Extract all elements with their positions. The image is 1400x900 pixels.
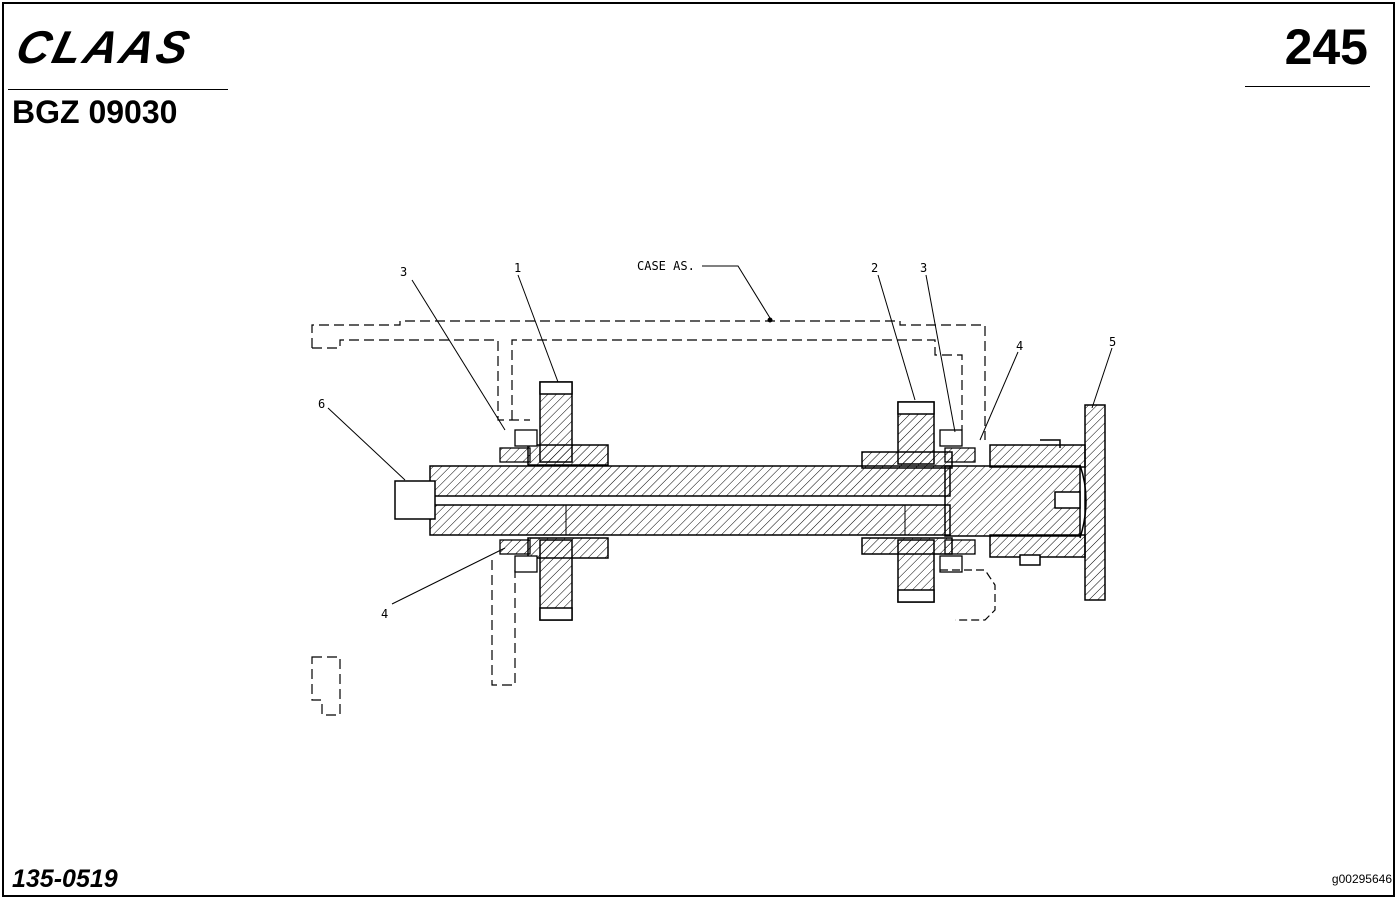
callout-6: 6	[318, 397, 325, 411]
callout-labels: CASE AS. 1 2 3 3 4 4 5 6	[318, 259, 1116, 621]
callout-4-right: 4	[1016, 339, 1023, 353]
page-number-rule	[1245, 86, 1370, 87]
gear-left	[527, 381, 609, 621]
flange-assembly	[944, 404, 1106, 601]
case-label: CASE AS.	[637, 259, 695, 273]
main-shaft	[394, 465, 951, 536]
doc-code: BGZ 09030	[12, 94, 178, 130]
lower-casting	[940, 569, 996, 621]
callout-3-right: 3	[920, 261, 927, 275]
page-number: 245	[1284, 19, 1368, 75]
callout-2: 2	[871, 261, 878, 275]
leader-lines	[327, 265, 1113, 605]
brand-rule	[8, 89, 228, 90]
reference-code: 135-0519	[12, 865, 118, 893]
callout-1: 1	[514, 261, 521, 275]
callout-3-left: 3	[400, 265, 407, 279]
callout-4-left: 4	[381, 607, 388, 621]
image-reference: g00295646	[1331, 872, 1392, 886]
callout-5: 5	[1109, 335, 1116, 349]
gear-right	[861, 401, 953, 603]
case-outline	[311, 320, 986, 716]
bearing-rings	[499, 429, 976, 573]
